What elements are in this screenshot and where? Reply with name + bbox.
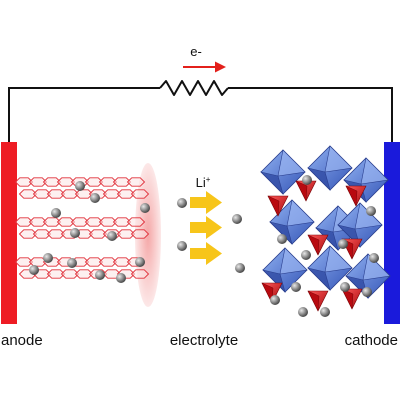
octahedron: [269, 199, 315, 246]
circuit-wire: [8, 87, 393, 143]
graphite-hexagon: [130, 229, 150, 239]
lithium-atom-icon: [366, 206, 376, 216]
tetrahedron-facet: [261, 282, 274, 304]
lithium-atom-icon: [177, 241, 187, 251]
tetrahedron-facet: [307, 290, 320, 312]
anode-label: anode: [1, 332, 43, 349]
ion-symbol: Li: [196, 175, 206, 190]
cathode-bar: [384, 142, 400, 324]
tetrahedron-facet: [267, 195, 280, 217]
octahedron: [337, 202, 383, 249]
lithium-atom-icon: [107, 231, 117, 241]
graphite-hexagon: [130, 269, 150, 279]
lithium-atom-icon: [338, 239, 348, 249]
lithium-atom-icon: [43, 253, 53, 263]
electron-label: e-: [190, 44, 202, 59]
electrolyte-label: electrolyte: [170, 332, 238, 349]
octahedron-facet: [315, 227, 339, 252]
tetrahedron-facet: [307, 234, 320, 256]
octahedron-facet: [360, 157, 389, 185]
graphite-hexagon: [126, 177, 146, 187]
lithium-atom-icon: [67, 258, 77, 268]
lithium-atom-icon: [340, 282, 350, 292]
lithium-atom-icon: [277, 234, 287, 244]
octahedron: [307, 245, 353, 292]
lithium-atom-icon: [302, 175, 312, 185]
lithium-atom-icon: [95, 270, 105, 280]
electron-flow-arrow-icon: [183, 61, 226, 73]
lithium-atom-icon: [177, 198, 187, 208]
octahedron-facet: [286, 199, 315, 227]
octahedron-facet: [324, 245, 353, 273]
lithium-atom-icon: [140, 203, 150, 213]
lithium-atom-icon: [270, 295, 280, 305]
anode-lithium-atoms: [29, 181, 150, 283]
octahedron: [260, 149, 306, 196]
tetrahedron: [345, 185, 367, 207]
lithium-atom-icon: [51, 208, 61, 218]
octahedron-facet: [277, 149, 306, 177]
octahedron-facet: [279, 247, 308, 275]
ion-flow-arrows: [190, 191, 222, 265]
tetrahedron: [307, 234, 329, 256]
graphite-anode: [14, 177, 150, 279]
graphite-hexagon: [126, 217, 146, 227]
tetrahedron: [261, 282, 283, 304]
tetrahedron: [341, 288, 363, 310]
lithium-atom-icon: [135, 257, 145, 267]
lithium-atom-icon: [298, 307, 308, 317]
lithium-atom-icon: [90, 193, 100, 203]
lithium-atom-icon: [29, 265, 39, 275]
octahedron-facet: [307, 167, 331, 192]
graphite-layer-icon: [14, 217, 150, 239]
lithium-atom-icon: [362, 287, 372, 297]
lithium-atom-icon: [75, 181, 85, 191]
electrolyte-lithium-atoms: [177, 198, 245, 273]
lithium-atom-icon: [320, 307, 330, 317]
graphite-hexagon: [130, 189, 150, 199]
tetrahedron-facet: [345, 185, 358, 207]
lithium-atom-icon: [116, 273, 126, 283]
lithium-atom-icon: [70, 228, 80, 238]
lithium-atom-icon: [232, 214, 242, 224]
tetrahedron-facet: [295, 180, 308, 202]
ion-flow-arrow-icon: [190, 216, 222, 239]
ion-charge: +: [206, 175, 211, 184]
cathode-label: cathode: [345, 332, 398, 349]
lithium-atom-icon: [369, 253, 379, 263]
lithium-atom-icon: [291, 282, 301, 292]
tetrahedron: [267, 195, 289, 217]
resistor-icon: [159, 80, 229, 96]
octahedron: [307, 145, 353, 192]
tetrahedron-facet: [341, 288, 354, 310]
tetrahedron: [307, 290, 329, 312]
octahedron-facet: [324, 145, 353, 173]
lithium-atom-icon: [301, 250, 311, 260]
ion-flow-arrow-icon: [190, 191, 222, 214]
cathode-crystal-icon: [260, 145, 391, 312]
cathode-lithium-atoms: [270, 175, 379, 317]
tetrahedron: [295, 180, 317, 202]
octahedron-facet: [260, 171, 284, 196]
ion-flow-arrow-icon: [190, 242, 222, 265]
octahedron-facet: [307, 267, 331, 292]
lithium-atom-icon: [235, 263, 245, 273]
ion-label: Li+: [196, 175, 211, 190]
anode-bar: [1, 142, 17, 324]
